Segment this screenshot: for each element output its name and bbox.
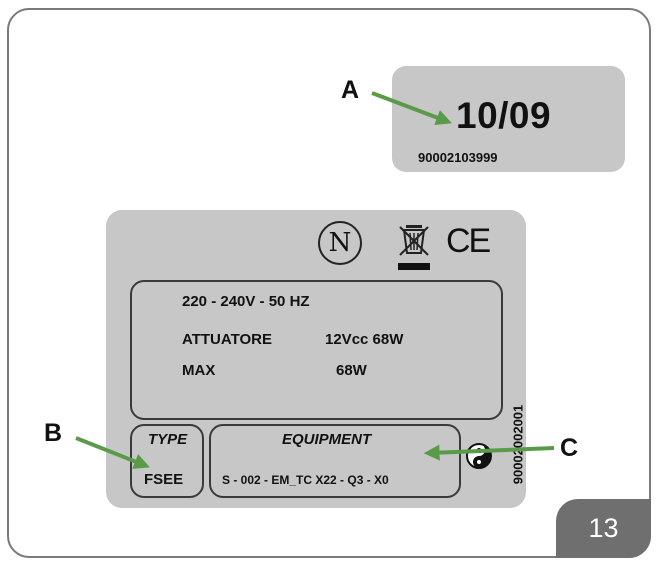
type-title: TYPE — [148, 431, 188, 448]
date-label — [392, 66, 625, 172]
page-number: 13 — [588, 513, 619, 543]
arrow-c — [423, 444, 555, 461]
equipment-box — [209, 424, 461, 498]
callout-letter-b: B — [44, 419, 63, 447]
equipment-title: EQUIPMENT — [282, 431, 372, 448]
voltage-spec: 220 - 240V - 50 HZ — [182, 293, 310, 310]
crossed-bin-icon — [397, 221, 431, 278]
date-code: 10/09 — [456, 95, 552, 136]
page-number-tab: 13 — [556, 499, 651, 558]
actuator-label: ATTUATORE — [182, 331, 272, 348]
date-serial: 90002103999 — [418, 150, 498, 165]
n-symbol: N — [318, 221, 362, 265]
actuator-value: 12Vcc 68W — [325, 331, 404, 348]
specs-box — [130, 280, 503, 420]
rating-plate — [106, 210, 526, 508]
arrow-a — [371, 91, 452, 126]
equipment-value: S - 002 - EM_TC X22 - Q3 - X0 — [222, 473, 389, 487]
max-label: MAX — [182, 362, 216, 379]
type-value: FSEE — [144, 471, 184, 488]
arrow-b — [75, 436, 150, 469]
callout-letter-a: A — [341, 76, 360, 104]
ce-mark: CE — [446, 222, 491, 260]
max-value: 68W — [336, 362, 367, 379]
callout-letter-c: C — [560, 434, 579, 462]
